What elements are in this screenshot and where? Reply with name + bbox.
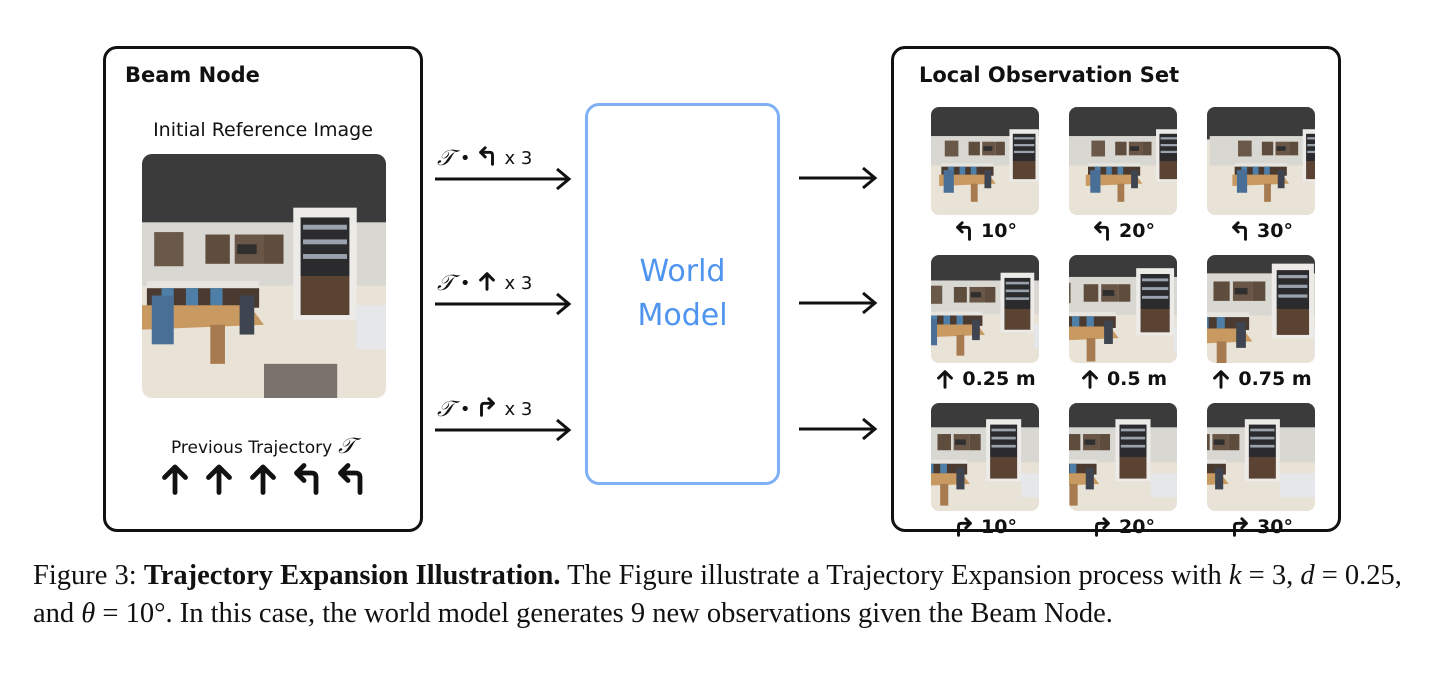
right-arrow-icon xyxy=(435,167,572,191)
observation-item: 10° xyxy=(930,403,1040,543)
observation-caption: 0.25 m xyxy=(934,363,1036,395)
observation-value: 10° xyxy=(981,220,1017,242)
turn-right-icon xyxy=(957,517,972,537)
observation-item: 20° xyxy=(1068,107,1178,247)
observation-image xyxy=(931,107,1039,215)
generated-view-image xyxy=(1207,255,1315,363)
generated-view-image xyxy=(931,107,1039,215)
observation-value: 30° xyxy=(1257,516,1293,538)
beam-node-panel: Beam Node Initial Reference Image Previo… xyxy=(103,46,423,532)
generated-view-image xyxy=(1069,255,1177,363)
observation-caption: 30° xyxy=(1229,215,1293,247)
beam-node-title: Beam Node xyxy=(125,63,260,87)
observation-item: 10° xyxy=(930,107,1040,247)
observation-caption: 10° xyxy=(953,511,1017,543)
observation-value: 0.25 m xyxy=(962,368,1036,390)
observation-caption: 0.75 m xyxy=(1210,363,1312,395)
generated-view-image xyxy=(931,255,1039,363)
observation-item: 0.75 m xyxy=(1206,255,1316,395)
turn-right-icon xyxy=(1095,517,1110,537)
observation-caption: 20° xyxy=(1091,215,1155,247)
observation-item: 30° xyxy=(1206,403,1316,543)
observation-value: 30° xyxy=(1257,220,1293,242)
turn-left-icon xyxy=(1232,221,1247,241)
observation-value: 0.75 m xyxy=(1238,368,1312,390)
observation-caption: 30° xyxy=(1229,511,1293,543)
output-arrow-icon xyxy=(799,291,878,315)
observation-image xyxy=(1069,403,1177,511)
turn-left-step-icon xyxy=(338,463,363,495)
caption-title: Trajectory Expansion Illustration. xyxy=(143,560,561,591)
observation-item: 0.25 m xyxy=(930,255,1040,395)
observation-image xyxy=(1207,403,1315,511)
observation-caption: 10° xyxy=(953,215,1017,247)
observation-item: 0.5 m xyxy=(1068,255,1178,395)
turn-right-icon xyxy=(476,396,498,423)
output-arrow-icon xyxy=(799,166,878,190)
forward-step-icon xyxy=(206,464,232,495)
kitchen-scene-image xyxy=(142,154,386,398)
observation-value: 20° xyxy=(1119,220,1155,242)
trajectory-steps xyxy=(106,461,420,497)
forward-icon xyxy=(937,370,954,389)
action-turn-left: 𝒯 • x 3 xyxy=(433,145,573,195)
generated-view-image xyxy=(1069,107,1177,215)
action-turn-right: 𝒯 • x 3 xyxy=(433,396,573,446)
generated-view-image xyxy=(931,403,1039,511)
figure-caption: Figure 3: Trajectory Expansion Illustrat… xyxy=(33,560,1402,629)
initial-reference-image xyxy=(142,154,386,398)
generated-view-image xyxy=(1207,403,1315,511)
turn-left-icon xyxy=(479,146,495,166)
observation-image xyxy=(1069,255,1177,363)
forward-icon xyxy=(479,272,496,291)
observation-value: 0.5 m xyxy=(1106,368,1168,390)
generated-view-image xyxy=(1207,107,1315,215)
observation-grid: 10° 20° xyxy=(930,107,1316,543)
trajectory-symbol: 𝒯 xyxy=(338,434,356,459)
observation-caption: 0.5 m xyxy=(1079,363,1167,395)
turn-right-icon xyxy=(480,397,496,417)
observation-item: 20° xyxy=(1068,403,1178,543)
observation-image xyxy=(1207,107,1315,215)
turn-left-icon xyxy=(956,221,971,241)
output-arrow-icon xyxy=(799,417,878,441)
observation-set-title: Local Observation Set xyxy=(919,63,1180,87)
generated-view-image xyxy=(1069,403,1177,511)
reference-image-label: Initial Reference Image xyxy=(153,119,373,141)
right-arrow-icon xyxy=(435,292,572,316)
observation-image xyxy=(931,403,1039,511)
observation-caption: 20° xyxy=(1091,511,1155,543)
observation-image xyxy=(931,255,1039,363)
world-model-line1: World xyxy=(639,254,726,289)
observation-value: 10° xyxy=(981,516,1017,538)
observation-image xyxy=(1069,107,1177,215)
turn-left-icon xyxy=(1094,221,1109,241)
action-forward: 𝒯 • x 3 xyxy=(433,270,573,320)
observation-image xyxy=(1207,255,1315,363)
forward-icon xyxy=(1082,370,1098,389)
local-observation-set-panel: Local Observation Set 10° xyxy=(891,46,1341,538)
turn-left-icon xyxy=(476,145,498,172)
forward-step-icon xyxy=(162,464,188,495)
forward-step-icon xyxy=(250,464,276,495)
right-arrow-icon xyxy=(435,418,572,442)
turn-right-icon xyxy=(1233,517,1248,537)
forward-icon xyxy=(1213,370,1230,389)
observation-item: 30° xyxy=(1206,107,1316,247)
forward-icon xyxy=(476,270,498,297)
world-model-line2: Model xyxy=(637,298,728,333)
turn-left-step-icon xyxy=(294,463,319,495)
observation-value: 20° xyxy=(1119,516,1155,538)
